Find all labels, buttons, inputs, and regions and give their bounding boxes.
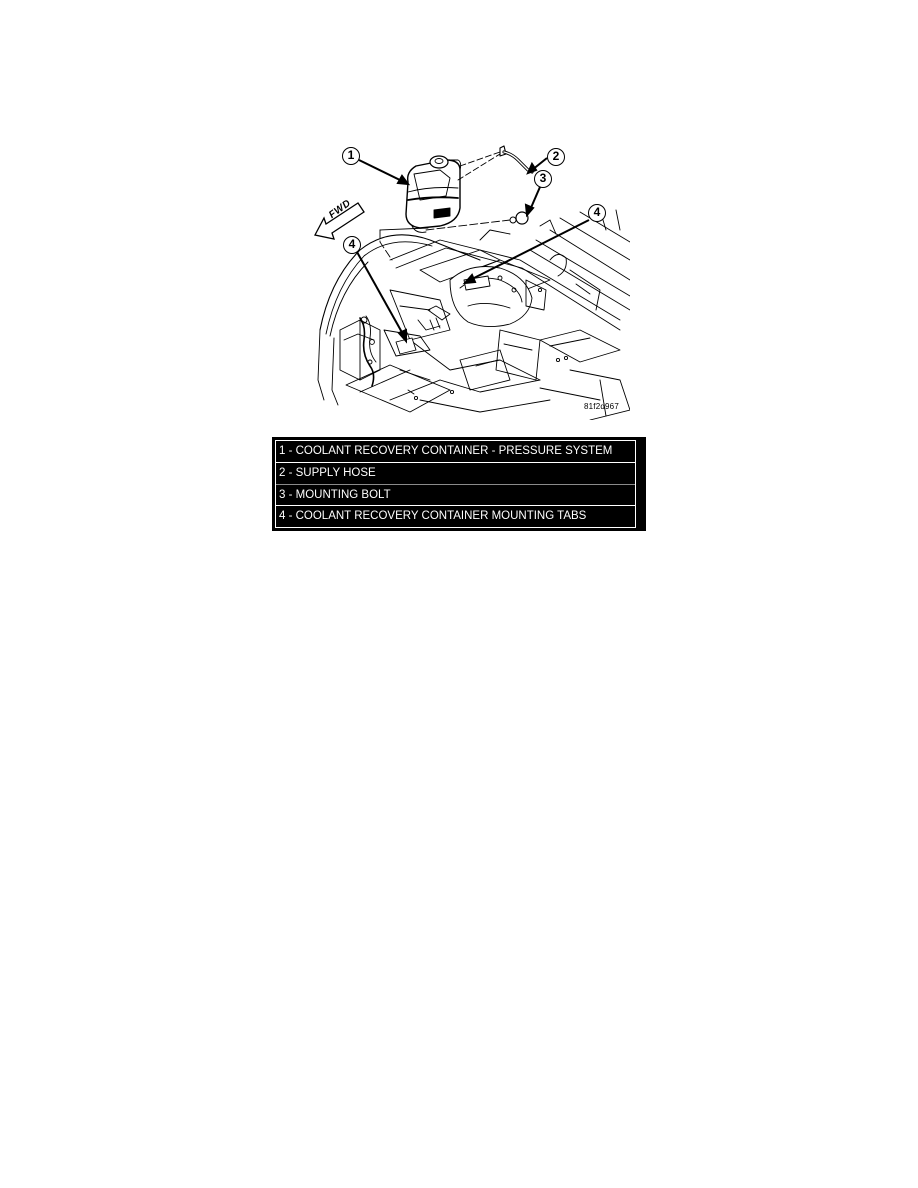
mounting-bolt-drawing xyxy=(425,211,529,231)
coolant-container-illustration: FWD 1 2 3 4 4 81f2d967 xyxy=(300,130,630,420)
callout-2: 2 xyxy=(547,148,565,166)
callout-3: 3 xyxy=(534,170,552,188)
callout-4-right: 4 xyxy=(588,204,606,222)
coolant-recovery-container-drawing xyxy=(405,155,462,233)
legend-table: 1 - COOLANT RECOVERY CONTAINER - PRESSUR… xyxy=(272,437,646,531)
legend-row: 4 - COOLANT RECOVERY CONTAINER MOUNTING … xyxy=(279,510,587,523)
callout-4-left: 4 xyxy=(343,236,361,254)
engine-bay-line-drawing xyxy=(314,145,630,420)
legend-row: 2 - SUPPLY HOSE xyxy=(276,463,635,485)
legend-row: 1 - COOLANT RECOVERY CONTAINER - PRESSUR… xyxy=(276,441,635,463)
legend-inner-frame: 1 - COOLANT RECOVERY CONTAINER - PRESSUR… xyxy=(275,440,636,528)
supply-hose-drawing xyxy=(457,145,534,181)
callout-leaders xyxy=(356,157,590,344)
figure-id: 81f2d967 xyxy=(584,402,619,411)
fwd-arrow-icon xyxy=(314,202,365,240)
callout-1: 1 xyxy=(342,147,360,165)
legend-row: 3 - MOUNTING BOLT xyxy=(276,485,635,507)
